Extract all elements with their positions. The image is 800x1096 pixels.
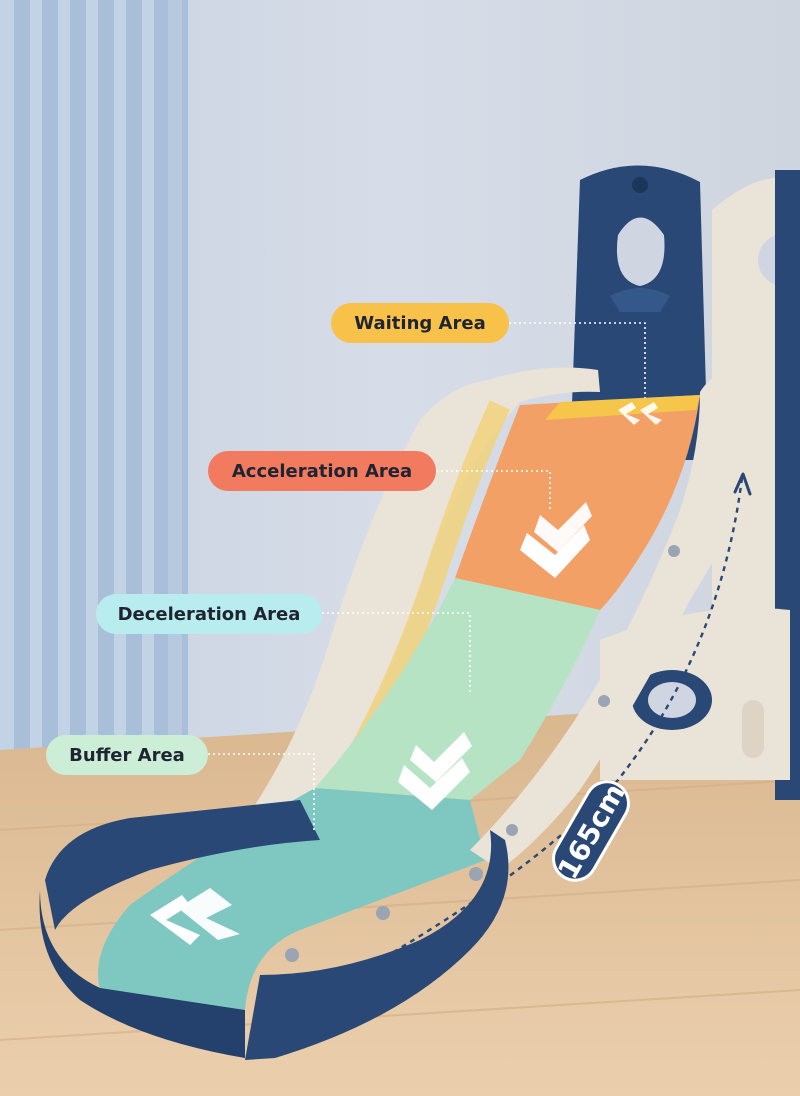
slide-buffer-section [98,788,486,1010]
chevron-left-icon [150,888,240,945]
buffer-area-label: Buffer Area [46,735,208,775]
slide-acceleration-section [455,395,700,610]
slide-left-rail [245,367,600,820]
waiting-area-label: Waiting Area [331,303,509,343]
leader-lines [208,322,646,832]
chevron-left-icon [618,402,662,425]
back-panel [570,165,708,460]
deceleration-area-label: Deceleration Area [96,594,322,634]
slide-right-rail [470,371,774,870]
slide-deceleration-section [315,578,600,800]
slide-base [39,545,680,1060]
chevron-down-icon [520,502,592,578]
wall-panel [0,0,188,750]
chevron-down-icon [398,732,472,810]
arrow-icon [264,472,752,1024]
acceleration-area-label: Acceleration Area [208,451,436,491]
